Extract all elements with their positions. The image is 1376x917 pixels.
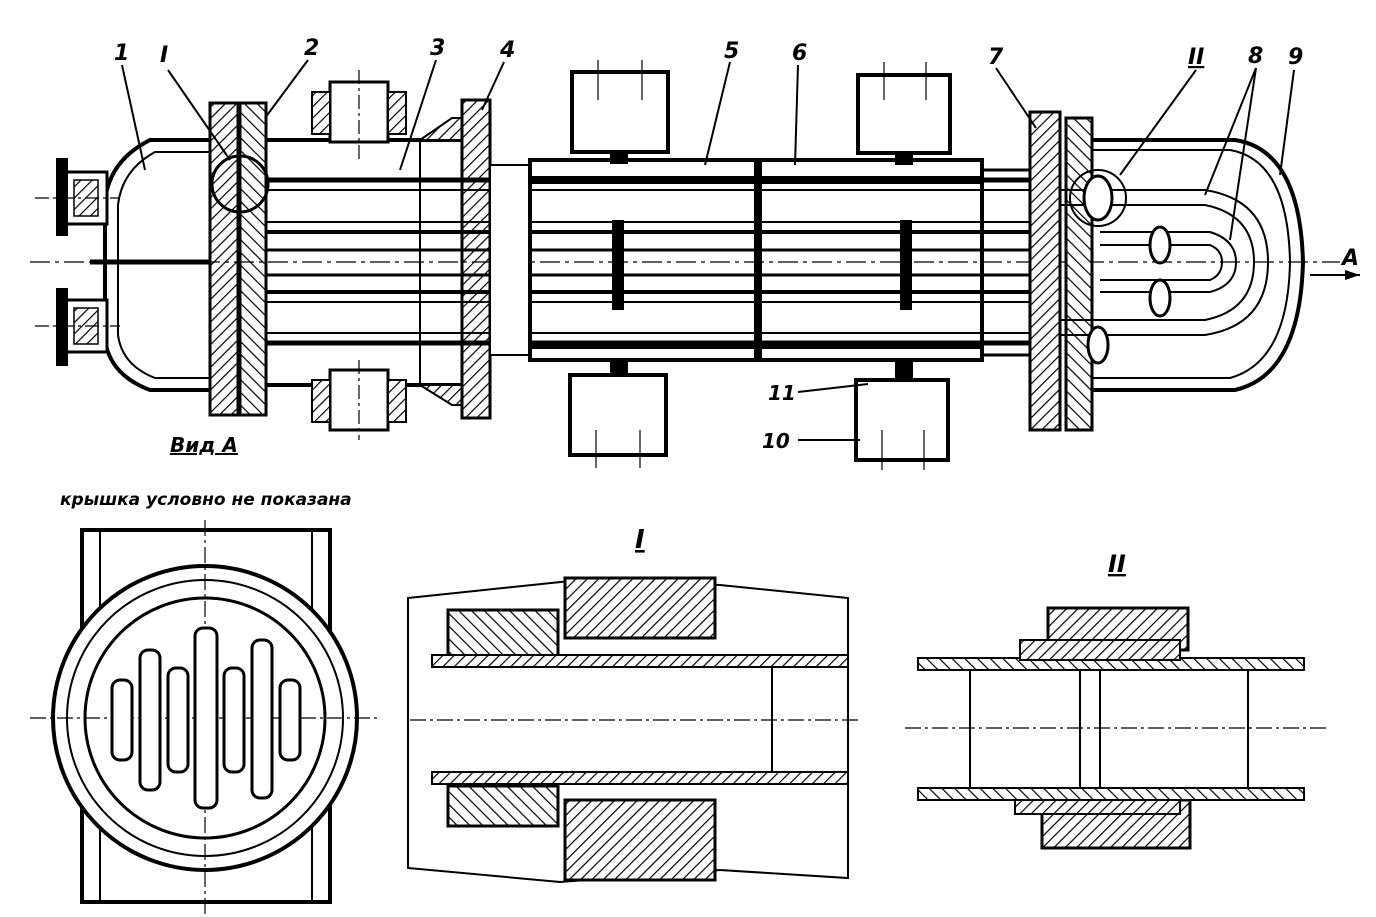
right-tube-sheet <box>1028 110 1094 432</box>
callout-5: 5 <box>724 39 739 64</box>
callout-11: 11 <box>768 381 796 405</box>
callout-4: 4 <box>499 38 515 63</box>
callout-labels: 1 I 2 3 4 5 6 7 II 8 9 10 11 A <box>114 36 1359 453</box>
left-tube-sheet <box>208 101 270 417</box>
detail-two-title: II <box>1108 550 1126 578</box>
view-a-title: Вид А <box>170 433 238 457</box>
view-arrow-label: A <box>1340 246 1359 271</box>
view-a-tube-ends <box>110 626 302 810</box>
detail-one-title: I <box>635 525 645 555</box>
callout-ii: II <box>1188 45 1204 70</box>
detail-two: II <box>905 550 1330 850</box>
support-boxes <box>568 60 952 470</box>
detail-one: I <box>407 525 860 884</box>
callout-1: 1 <box>114 41 129 66</box>
callout-7: 7 <box>988 45 1004 70</box>
left-chamber <box>35 138 232 392</box>
outer-shell <box>266 70 463 440</box>
view-a-section: Вид А крышка условно не показана <box>30 433 380 915</box>
flange-four <box>460 98 492 420</box>
callout-i: I <box>160 43 168 68</box>
callout-10: 10 <box>762 429 790 453</box>
return-chamber <box>1060 138 1360 392</box>
casing-sections <box>489 158 1030 362</box>
callout-6: 6 <box>792 41 807 66</box>
callout-8: 8 <box>1248 44 1263 69</box>
callout-2: 2 <box>304 36 319 61</box>
view-a-note: крышка условно не показана <box>60 490 352 510</box>
callout-3: 3 <box>430 36 445 61</box>
callout-9: 9 <box>1288 45 1303 70</box>
leader-lines <box>121 59 1295 441</box>
main-section-view: 1 I 2 3 4 5 6 7 II 8 9 10 11 A <box>30 36 1360 470</box>
